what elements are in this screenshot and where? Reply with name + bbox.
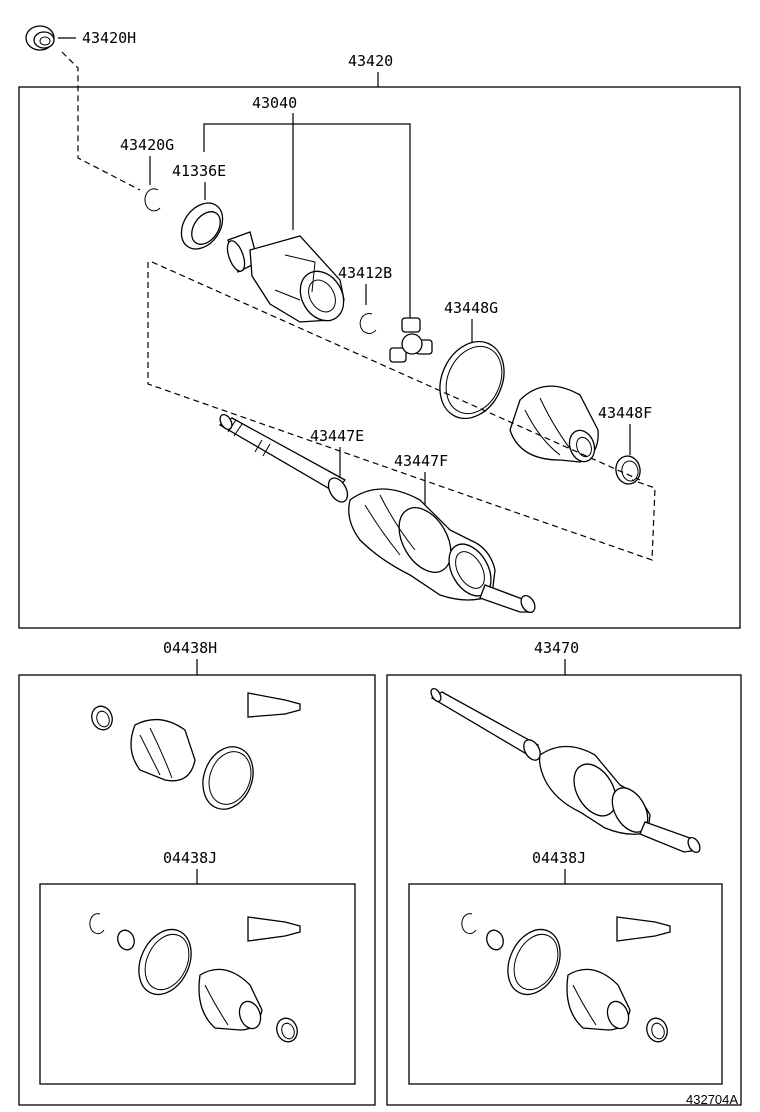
- label-43420h: 43420H: [82, 29, 136, 47]
- label-43447f: 43447F: [394, 452, 448, 470]
- inboard-joint-housing: [226, 231, 345, 323]
- assembly-box-43420: [18, 86, 741, 629]
- snap-ring-43412b: [359, 313, 377, 334]
- label-04438h: 04438H: [163, 639, 217, 657]
- kit-04438h-parts: [91, 692, 301, 810]
- kit-box-04438j-right: [408, 883, 723, 1085]
- ring-41336e: [180, 202, 224, 250]
- snap-ring-43420g: [144, 188, 161, 212]
- label-43420: 43420: [348, 52, 393, 70]
- kit-box-04438j-left: [39, 883, 356, 1085]
- label-43040: 43040: [252, 94, 297, 112]
- label-43470: 43470: [534, 639, 579, 657]
- label-43447e: 43447E: [310, 427, 364, 445]
- assembly-box-43470: [386, 674, 742, 1106]
- kit-04438j-right-parts: [461, 913, 671, 1043]
- oil-seal-43420h: [25, 25, 55, 51]
- drive-shaft-43470: [430, 687, 701, 854]
- figure-code: 432704A: [686, 1092, 738, 1107]
- label-43420g: 43420G: [120, 136, 174, 154]
- tripod-spider: [389, 317, 433, 363]
- outboard-joint-assembly: [348, 488, 536, 614]
- inboard-boot: [509, 385, 599, 463]
- label-43448g: 43448G: [444, 299, 498, 317]
- boot-band-43448g: [439, 340, 505, 420]
- label-04438j-right: 04438J: [532, 849, 586, 867]
- kit-box-04438h: [18, 674, 376, 1106]
- drive-shaft: [218, 413, 347, 493]
- label-04438j-left: 04438J: [163, 849, 217, 867]
- label-43448f: 43448F: [598, 404, 652, 422]
- kit-04438j-left-parts: [89, 913, 301, 1043]
- label-43412b: 43412B: [338, 264, 392, 282]
- label-41336e: 41336E: [172, 162, 226, 180]
